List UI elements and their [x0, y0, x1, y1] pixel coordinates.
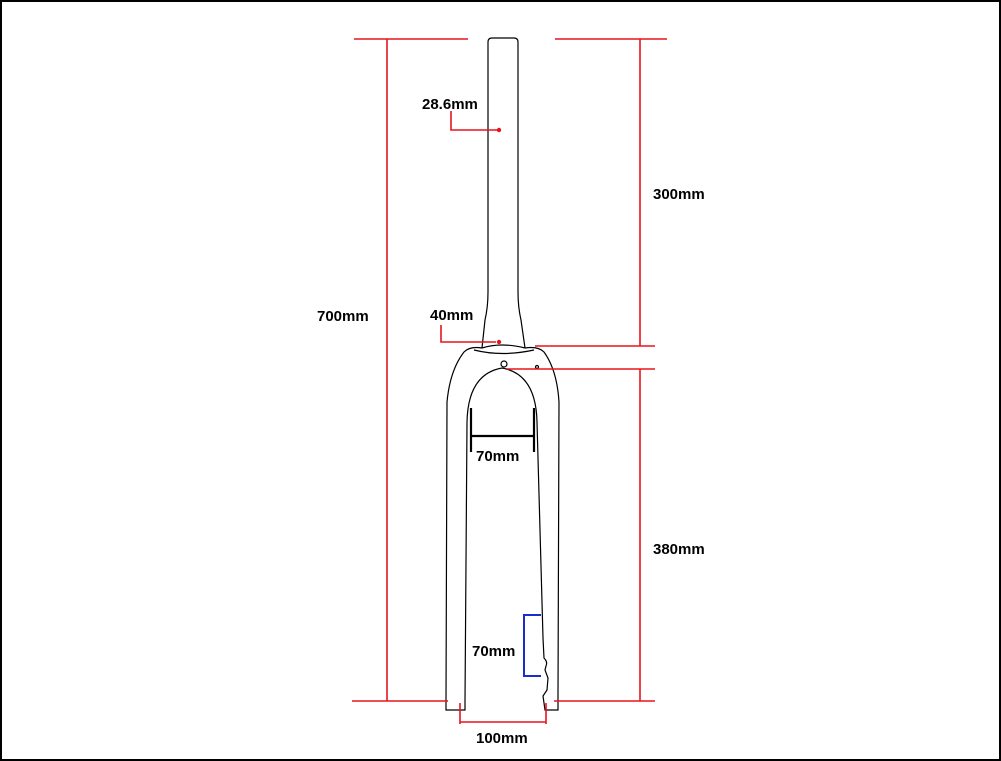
steerer-diameter-leader — [450, 111, 499, 131]
crown-right-shoulder — [524, 346, 560, 697]
right-dropout — [542, 637, 559, 711]
crown-width-label: 70mm — [476, 448, 519, 465]
dropout-slot-bracket — [523, 614, 541, 677]
fork-outline — [445, 37, 560, 711]
crown-side-hole — [534, 364, 540, 370]
steerer-length-label: 300mm — [653, 186, 705, 203]
dimension-labels: 28.6mm 40mm 700mm 300mm 70mm 380mm 70mm … — [317, 96, 705, 747]
dropout-slot-label: 70mm — [472, 643, 515, 660]
left-dropout — [445, 702, 466, 711]
crown-leader-dot — [496, 339, 502, 345]
dimension-lines — [352, 38, 667, 724]
crown-diameter-leader — [440, 325, 496, 343]
crown-top — [481, 344, 526, 349]
dropout-slot-bracket-line — [523, 614, 541, 677]
leg-length-label: 380mm — [653, 541, 705, 558]
axle-spacing-label: 100mm — [476, 730, 528, 747]
crown-cap — [473, 349, 535, 355]
steerer-leader-dot — [496, 127, 502, 133]
overall-length-label: 700mm — [317, 308, 369, 325]
crown-left-shoulder — [445, 346, 483, 703]
steerer-tube — [481, 37, 526, 349]
leader-dots — [496, 127, 502, 345]
crown-vent-hole — [500, 360, 508, 368]
crown-width-bracket — [469, 408, 536, 452]
crown-arch — [464, 367, 544, 703]
steerer-diameter-label: 28.6mm — [422, 96, 478, 113]
crown-diameter-label: 40mm — [430, 307, 473, 324]
